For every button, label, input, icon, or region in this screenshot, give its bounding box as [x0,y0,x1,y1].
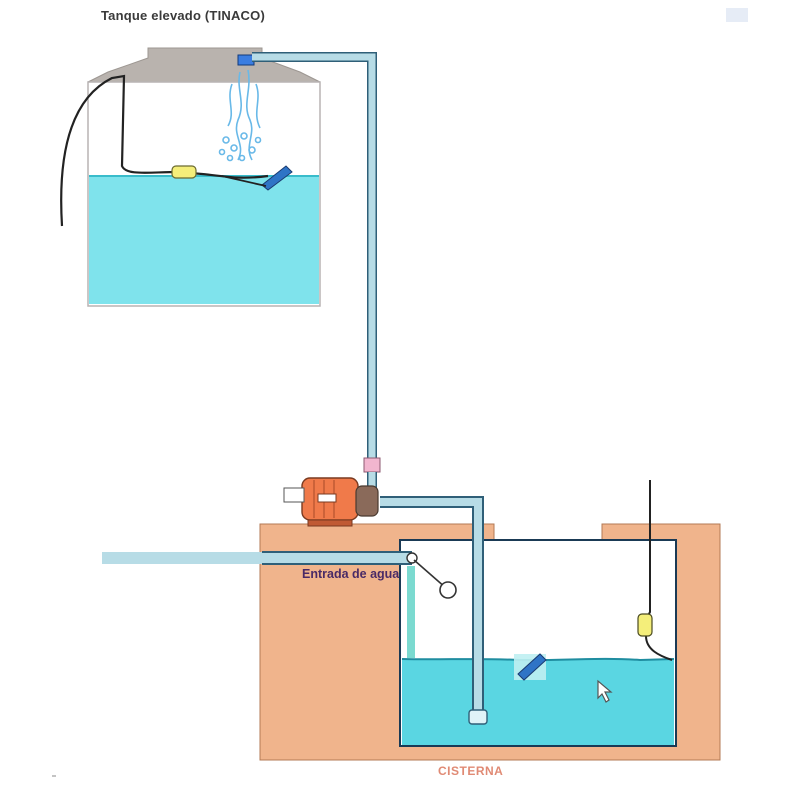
pump-housing [355,485,379,517]
water-inlet-pipe [102,551,415,658]
tank-water [89,176,319,304]
cistern-float-switch [637,613,653,637]
tank-float-arm [221,175,267,187]
cistern-label: CISTERNA [438,764,504,778]
pipe-coupling [363,457,381,473]
delivery-pipe [252,52,381,488]
tank-float-valve [261,165,293,191]
elevated-tank [60,47,321,307]
suction-pipe [380,496,488,725]
foot-valve [468,709,488,725]
cistern-float-valve [406,552,457,599]
inlet-stream [407,566,415,658]
cistern-float [514,653,547,681]
cistern-level-sensor [637,480,673,661]
mouse-pointer-icon [597,679,613,703]
tank-inlet-nozzle [237,54,255,66]
cistern [259,523,721,761]
float-ball [439,581,457,599]
tank-float-switch [171,165,197,179]
water-spray [218,69,262,162]
pump [283,477,379,527]
corner-artifact [726,8,748,22]
water-inlet-label: Entrada de agua [302,567,400,581]
elevated-tank-label: Tanque elevado (TINACO) [101,8,265,23]
